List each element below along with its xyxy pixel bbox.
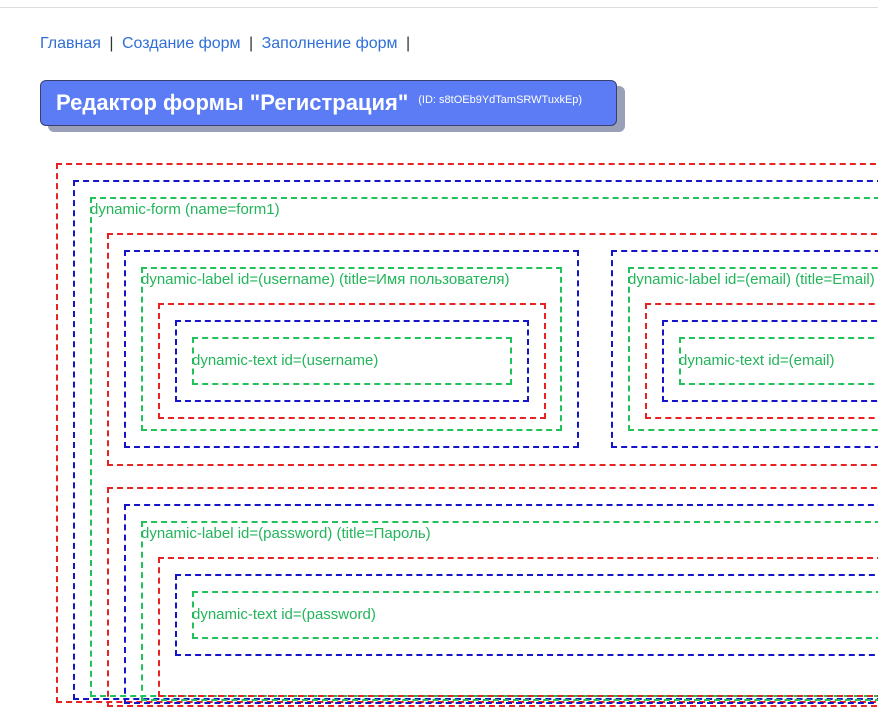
dynamic-text-password-caption: dynamic-text id=(password): [192, 606, 376, 623]
dynamic-label-password-caption: dynamic-label id=(password) (title=Парол…: [141, 525, 431, 542]
dynamic-form-label: dynamic-form (name=form1): [90, 201, 280, 218]
dynamic-label-email[interactable]: [628, 267, 878, 431]
top-divider: [0, 7, 878, 8]
row-container[interactable]: [107, 233, 878, 466]
page-title: Редактор формы "Регистрация": [56, 90, 409, 115]
breadcrumb-nav: Главная | Создание форм | Заполнение фор…: [40, 35, 414, 53]
dynamic-label-email-caption: dynamic-label id=(email) (title=Email): [628, 271, 875, 288]
dynamic-text-username-caption: dynamic-text id=(username): [192, 352, 379, 369]
column-container-email[interactable]: [611, 250, 878, 448]
dynamic-text-username[interactable]: [192, 337, 512, 385]
column-container[interactable]: [175, 574, 878, 656]
column-container-username[interactable]: [124, 250, 579, 448]
page-header: Редактор формы "Регистрация" (ID: s8tOEb…: [40, 80, 617, 126]
dynamic-label-username[interactable]: [141, 267, 562, 431]
column-container[interactable]: [662, 320, 878, 402]
column-container[interactable]: [175, 320, 529, 402]
row-container[interactable]: [158, 303, 546, 419]
nav-separator: |: [109, 35, 114, 52]
nav-separator: |: [249, 35, 254, 52]
dynamic-text-password[interactable]: [192, 591, 878, 639]
nav-link-home[interactable]: Главная: [40, 35, 101, 52]
row-container[interactable]: [645, 303, 878, 419]
nav-separator: |: [405, 35, 411, 52]
dynamic-text-email[interactable]: [679, 337, 878, 385]
dynamic-text-email-caption: dynamic-text id=(email): [679, 352, 835, 369]
nav-link-create-forms[interactable]: Создание форм: [121, 35, 241, 52]
nav-link-fill-forms[interactable]: Заполнение форм: [261, 35, 398, 52]
form-id: (ID: s8tOEb9YdTamSRWTuxkEp): [418, 94, 583, 106]
dynamic-label-username-caption: dynamic-label id=(username) (title=Имя п…: [141, 271, 510, 288]
